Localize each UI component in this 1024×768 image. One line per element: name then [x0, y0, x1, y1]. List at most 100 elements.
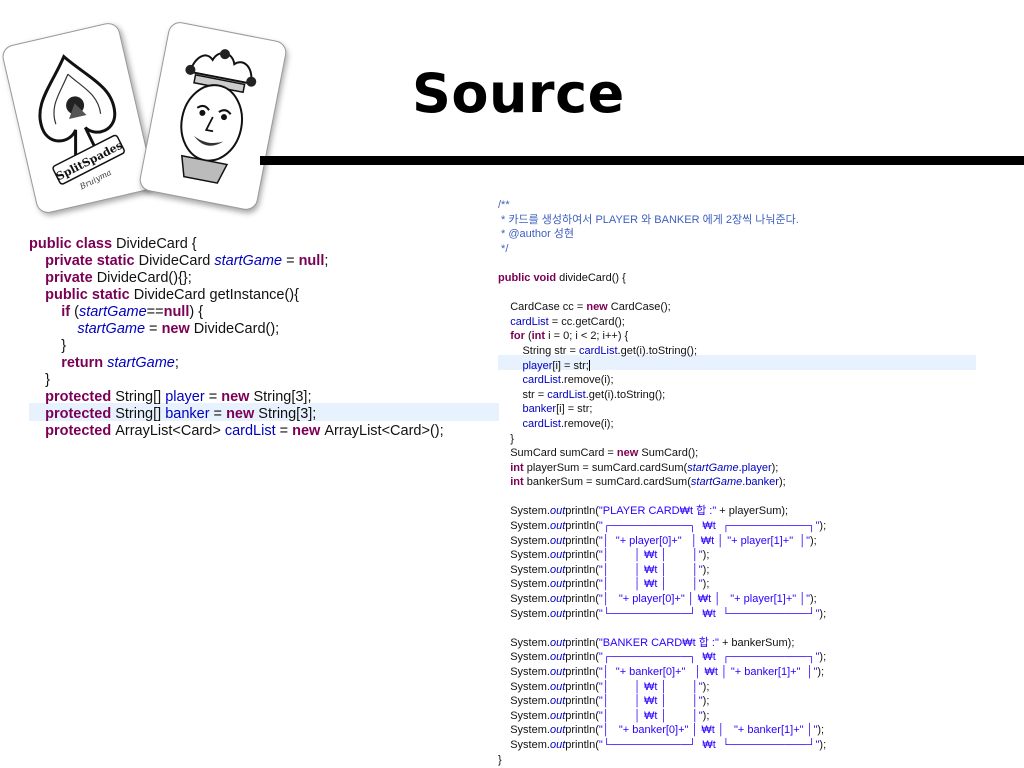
- code-line: public class DivideCard {: [29, 236, 444, 253]
- code-token: .remove(i);: [560, 374, 614, 387]
- code-token: ) {: [189, 304, 204, 320]
- code-token: =: [204, 389, 222, 405]
- code-line: player[i] = str;: [498, 359, 826, 374]
- code-token: out: [549, 709, 566, 722]
- code-token: protected: [29, 423, 116, 439]
- code-token: println(: [565, 607, 599, 620]
- code-token: println(: [565, 738, 599, 751]
- code-line: protected String[] player = new String[3…: [29, 389, 444, 406]
- code-token: new: [226, 406, 259, 422]
- code-line: System.outprintln("│ "+ banker[0]+" │ ₩t…: [498, 665, 826, 680]
- code-token: =: [145, 321, 162, 337]
- code-token: (: [527, 330, 532, 343]
- code-line: * @author 성현: [498, 227, 826, 242]
- code-token: out: [549, 549, 566, 562]
- code-line: if (startGame==null) {: [29, 304, 444, 321]
- code-token: i = 0; i < 2; i++) {: [548, 330, 629, 343]
- joker-card-image: [137, 20, 289, 212]
- code-line: protected ArrayList<Card> cardList = new…: [29, 423, 444, 440]
- code-line: banker[i] = str;: [498, 402, 826, 417]
- code-token: "│ "+ banker[0]+" │ ₩t │ "+ banker[1]+" …: [598, 666, 818, 678]
- code-line: public static DivideCard getInstance(){: [29, 287, 444, 304]
- code-token: player: [165, 389, 205, 405]
- code-token: public void: [498, 271, 560, 284]
- code-token: DivideCard: [138, 253, 215, 269]
- code-token: new: [292, 423, 325, 439]
- code-token: new: [221, 389, 254, 405]
- code-token: );: [819, 738, 827, 751]
- code-token: divideCard() {: [559, 271, 626, 284]
- code-token: startGame: [78, 304, 147, 320]
- code-token: }: [29, 338, 67, 354]
- code-token: out: [549, 520, 566, 533]
- code-token: for: [498, 330, 528, 343]
- code-token: .get(i).toString();: [585, 388, 666, 401]
- code-token: "│ │ ₩t │ │": [598, 578, 703, 591]
- code-line: for (int i = 0; i < 2; i++) {: [498, 329, 826, 344]
- code-token: playerSum = sumCard.cardSum(: [526, 461, 688, 474]
- code-line: return startGame;: [29, 355, 444, 372]
- code-token: cardList: [579, 344, 618, 357]
- code-token: );: [702, 709, 710, 722]
- joker-icon: [180, 49, 257, 184]
- code-line: System.outprintln("│ │ ₩t │ │");: [498, 548, 826, 563]
- code-token: banker: [745, 476, 779, 489]
- code-token: "│ │ ₩t │ │": [598, 680, 703, 693]
- code-token: );: [817, 666, 825, 678]
- code-line: System.outprintln("│ │ ₩t │ │");: [498, 680, 826, 695]
- code-token: out: [549, 563, 566, 576]
- code-line: }: [29, 338, 444, 355]
- code-token: ArrayList<Card>();: [324, 423, 444, 439]
- code-token: );: [702, 695, 710, 708]
- code-token: str =: [498, 388, 548, 401]
- left-code-snippet: public class DivideCard { private static…: [29, 236, 444, 440]
- code-token: "│ │ ₩t │ │": [598, 549, 703, 562]
- code-token: );: [702, 549, 710, 562]
- code-token: "┌──────────┐ ₩t ┌──────────┐": [598, 651, 820, 664]
- code-line: }: [29, 372, 444, 389]
- code-token: }: [498, 432, 514, 445]
- code-line: public void divideCard() {: [498, 271, 826, 286]
- code-token: + playerSum);: [716, 505, 789, 518]
- code-token: System.: [498, 520, 550, 533]
- code-line: System.outprintln("│ "+ banker[0]+" │ ₩t…: [498, 723, 826, 738]
- code-line: System.outprintln("PLAYER CARD₩t 합 :" + …: [498, 504, 826, 519]
- code-token: out: [549, 695, 566, 708]
- code-token: "BANKER CARD₩t 합 :": [598, 636, 719, 649]
- code-token: System.: [498, 607, 550, 620]
- code-token: "│ │ ₩t │ │": [598, 563, 703, 576]
- code-token: System.: [498, 563, 550, 576]
- code-token: out: [549, 724, 566, 737]
- code-line: private static DivideCard startGame = nu…: [29, 253, 444, 270]
- right-line-highlight: [498, 355, 976, 370]
- code-token: );: [810, 593, 817, 606]
- code-token: println(: [565, 578, 599, 591]
- code-token: DivideCard(){};: [96, 270, 192, 286]
- code-token: println(: [565, 695, 599, 708]
- slide-title: Source: [412, 62, 625, 125]
- code-token: out: [549, 666, 566, 678]
- left-line-highlight: [29, 403, 499, 421]
- code-token: );: [819, 651, 827, 664]
- code-token: System.: [498, 724, 550, 737]
- code-token: DivideCard {: [116, 236, 197, 252]
- code-token: "│ "+ player[0]+" │ ₩t │ "+ player[1]+" …: [598, 534, 811, 547]
- code-token: DivideCard getInstance(){: [133, 287, 299, 303]
- code-token: String[]: [115, 389, 166, 405]
- code-token: int: [498, 461, 527, 474]
- code-token: "└──────────┘ ₩t └──────────┘": [598, 738, 820, 751]
- code-token: System.: [498, 738, 550, 751]
- code-token: =: [282, 253, 299, 269]
- code-line: */: [498, 242, 826, 257]
- code-line: String str = cardList.get(i).toString();: [498, 344, 826, 359]
- code-token: "└──────────┘ ₩t └──────────┘": [598, 607, 820, 620]
- code-token: return: [29, 355, 108, 371]
- code-line: System.outprintln("└──────────┘ ₩t └────…: [498, 738, 826, 753]
- code-line: System.outprintln("│ │ ₩t │ │");: [498, 563, 826, 578]
- code-line: [498, 490, 826, 505]
- code-token: System.: [498, 709, 550, 722]
- code-line: cardList.remove(i);: [498, 417, 826, 432]
- code-line: private DivideCard(){};: [29, 270, 444, 287]
- code-token: );: [817, 724, 825, 737]
- code-token: startGame: [29, 321, 146, 337]
